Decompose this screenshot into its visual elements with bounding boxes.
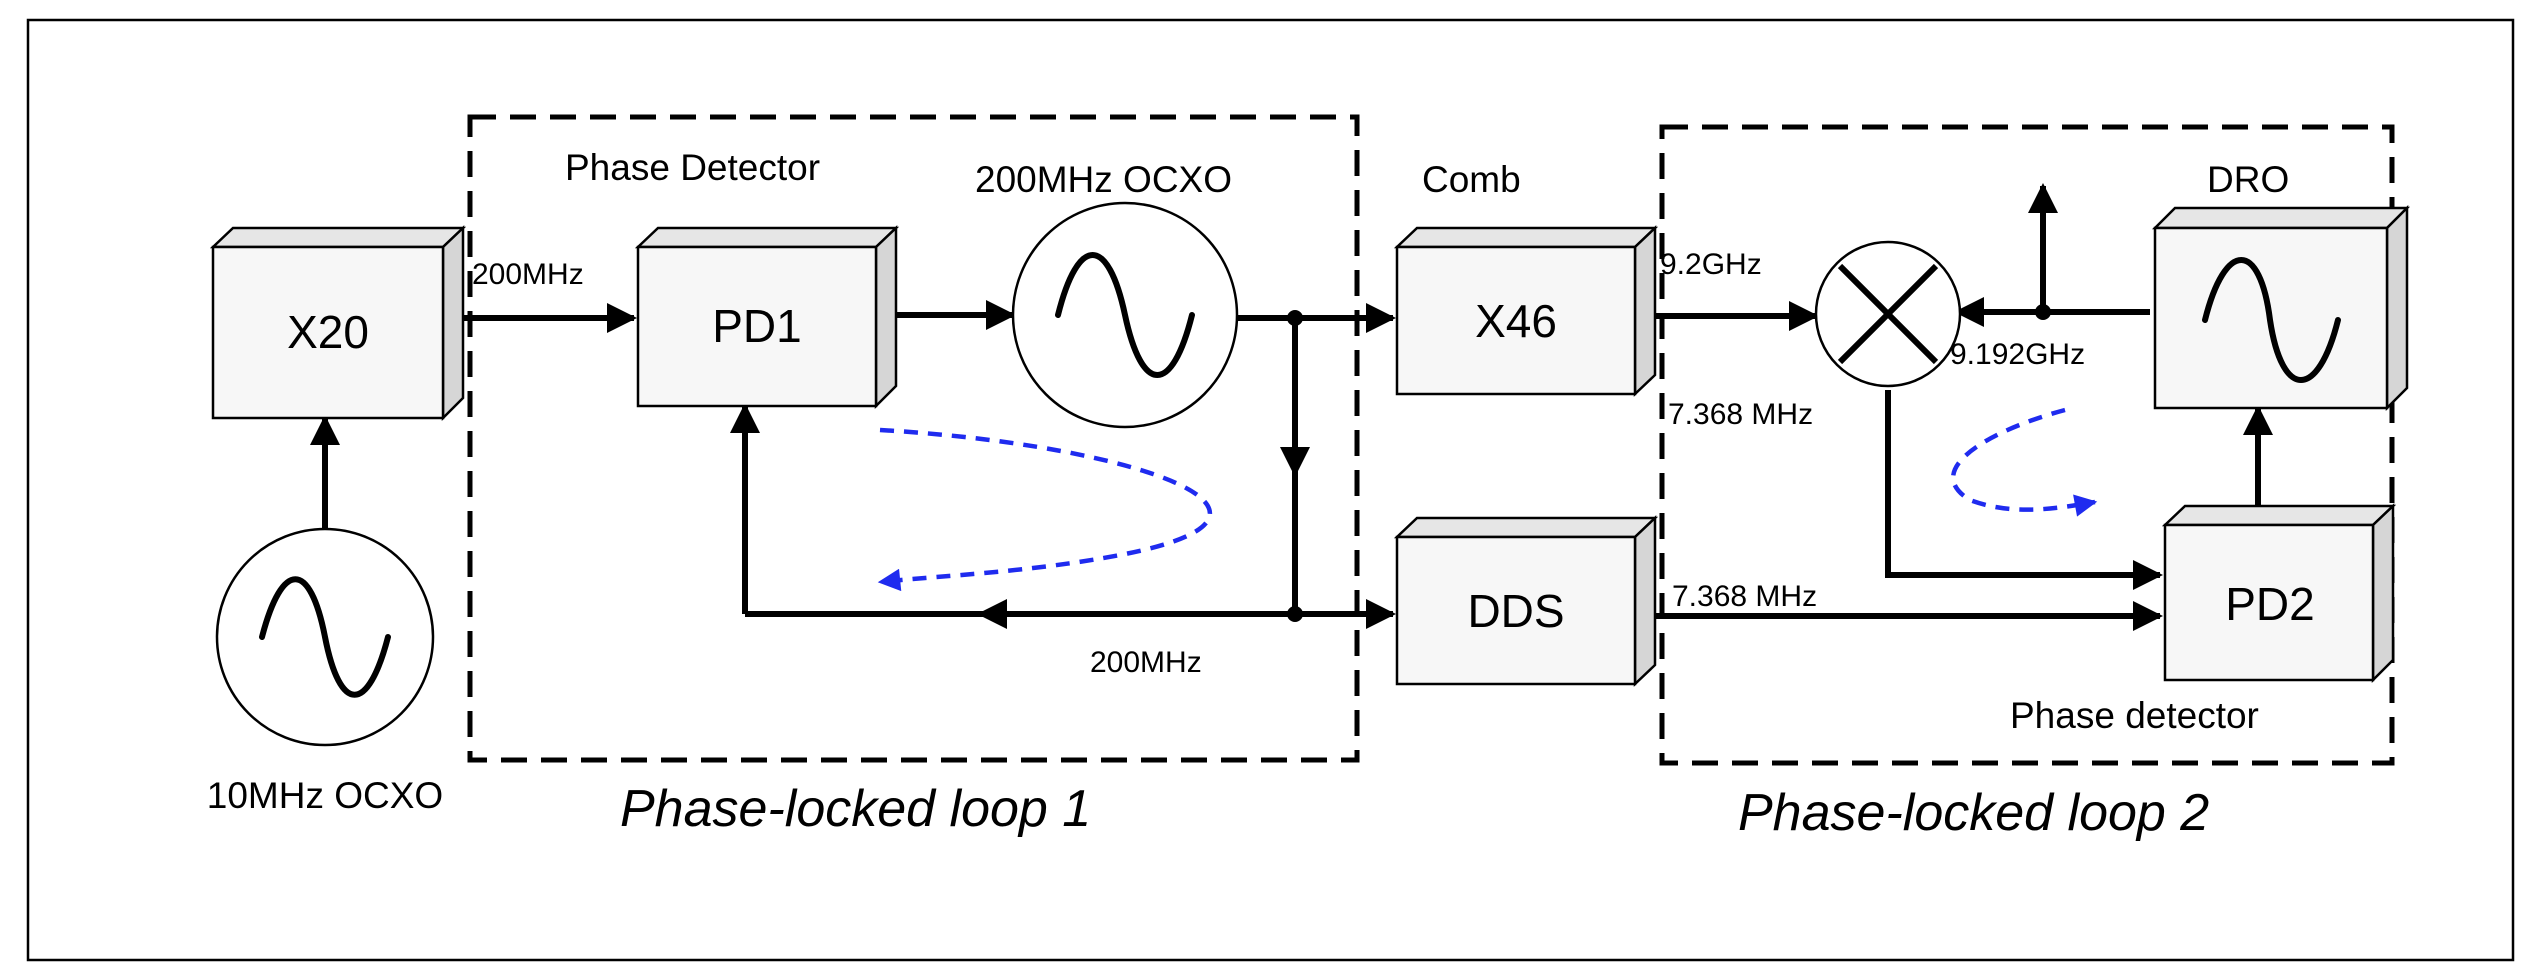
- signal-if-dds: 7.368 MHz: [1672, 580, 1817, 613]
- x20-label: X20: [287, 306, 369, 358]
- signal-200mhz-in: 200MHz: [472, 258, 584, 291]
- x46-label: X46: [1475, 295, 1557, 347]
- pll1-loop-indicator: [877, 427, 1213, 592]
- osc-200mhz-sine-icon: [1055, 252, 1195, 378]
- junction-dot-bottom: [1287, 606, 1303, 622]
- pd1-label: PD1: [712, 300, 801, 352]
- dro-label: DRO: [2207, 159, 2289, 200]
- dro-block: [2151, 204, 2411, 412]
- junction-dot-top: [1287, 310, 1303, 326]
- outer-frame: [26, 18, 2515, 962]
- pll2-loop-indicator: [1951, 407, 2098, 517]
- dds-block: DDS: [1393, 515, 1659, 687]
- osc-10mhz-label: 10MHz OCXO: [207, 775, 443, 816]
- osc-200mhz-label: 200MHz OCXO: [975, 159, 1232, 200]
- wire-mixer-to-pd2: [1885, 390, 2163, 590]
- junction-dot-dro: [2035, 304, 2051, 320]
- phase-detector-2-label: Phase detector: [2010, 695, 2259, 736]
- pd2-label: PD2: [2225, 578, 2314, 630]
- x20-block: X20: [209, 225, 467, 422]
- phase-detector-1-label: Phase Detector: [565, 147, 820, 188]
- osc-10mhz-sine-icon: [259, 576, 391, 698]
- signal-9-2ghz: 9.2GHz: [1660, 248, 1762, 281]
- signal-200mhz-feedback: 200MHz: [1090, 646, 1202, 679]
- dro-sine-icon: [2202, 257, 2341, 383]
- signal-if-mixer: 7.368 MHz: [1668, 398, 1813, 431]
- mixer: [1814, 240, 1962, 388]
- osc-10mhz: [215, 527, 435, 747]
- pll2-title: Phase-locked loop 2: [1738, 784, 2209, 842]
- dds-label: DDS: [1467, 585, 1564, 637]
- pll1-title: Phase-locked loop 1: [620, 780, 1091, 838]
- signal-9-192ghz: 9.192GHz: [1950, 338, 2085, 371]
- pll1-boundary: [467, 114, 1360, 763]
- pd1-block: PD1: [634, 225, 900, 410]
- comb-label: Comb: [1422, 159, 1521, 200]
- pd2-block: PD2: [2161, 503, 2397, 684]
- x46-block: X46: [1393, 225, 1659, 397]
- pll2-boundary: [1659, 124, 2395, 766]
- osc-200mhz: [1011, 201, 1239, 429]
